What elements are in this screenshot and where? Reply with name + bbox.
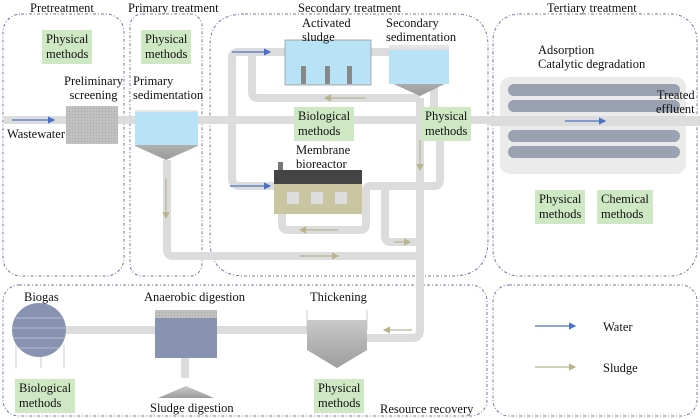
primary-boundary [129, 13, 203, 277]
section-title-resource: Resource recovery [380, 402, 474, 416]
label-anaerobic-digestion: Anaerobic digestion [144, 290, 246, 304]
mbr-bottom [278, 120, 444, 234]
sludge-drop-secondary [310, 98, 424, 342]
primary-sedimentation-tank [135, 110, 198, 160]
pretreatment-boundary [2, 13, 125, 277]
method-box-recovery-physical: Physical methods [314, 379, 365, 413]
label-treated-effluent: Treated effluent [656, 88, 695, 116]
method-box-secondary-physical: Physical methods [421, 107, 472, 141]
return-pipe [248, 52, 420, 102]
section-title-tertiary: Tertiary treatment [547, 1, 637, 15]
primary-sludge-pipe [163, 160, 420, 260]
section-title-secondary: Secondary treatment [298, 1, 402, 15]
label-biogas: Biogas [24, 290, 59, 304]
legend-boundary [492, 284, 698, 417]
label-primary-sedimentation: Primary sedimentation [133, 74, 204, 102]
method-box-tertiary-physical: Physical methods [535, 190, 586, 224]
thickener [306, 310, 368, 368]
label-thickening: Thickening [310, 290, 367, 304]
label-catalytic-degradation: Catalytic degradation [538, 57, 646, 71]
legend-label-water: Water [603, 320, 633, 334]
mbr-branch [381, 190, 420, 246]
label-membrane-bioreactor: Membrane bioreactor [296, 143, 351, 171]
label-preliminary-screening: Preliminary screening [64, 74, 124, 102]
biogas-tank [12, 303, 66, 368]
method-box-pretreatment-physical: Physical methods [42, 30, 93, 64]
membrane-bioreactor-unit [274, 162, 362, 214]
method-box-tertiary-chemical: Chemical methods [597, 190, 653, 224]
tertiary-module [490, 77, 700, 174]
method-box-secondary-biological: Biological methods [294, 107, 355, 141]
secondary-sedimentation-tank [389, 45, 449, 96]
method-box-recovery-biological: Biological methods [15, 379, 76, 413]
legend-label-sludge: Sludge [603, 361, 638, 375]
label-adsorption: Adsorption [538, 43, 595, 57]
activated-sludge-tank [284, 39, 372, 86]
label-wastewater: Wastewater [7, 127, 65, 141]
resource-boundary [2, 284, 488, 417]
tertiary-boundary [492, 13, 698, 277]
label-sludge-digestion: Sludge digestion [150, 401, 234, 415]
section-title-primary: Primary treatment [128, 1, 219, 15]
anaerobic-digester [155, 310, 217, 398]
label-activated-sludge: Activated sludge [302, 16, 351, 44]
section-title-pretreatment: Pretreatment [30, 1, 94, 15]
screen-unit [66, 106, 118, 144]
label-secondary-sedimentation: Secondary sedimentation [386, 16, 457, 44]
method-box-primary-physical: Physical methods [141, 30, 192, 64]
